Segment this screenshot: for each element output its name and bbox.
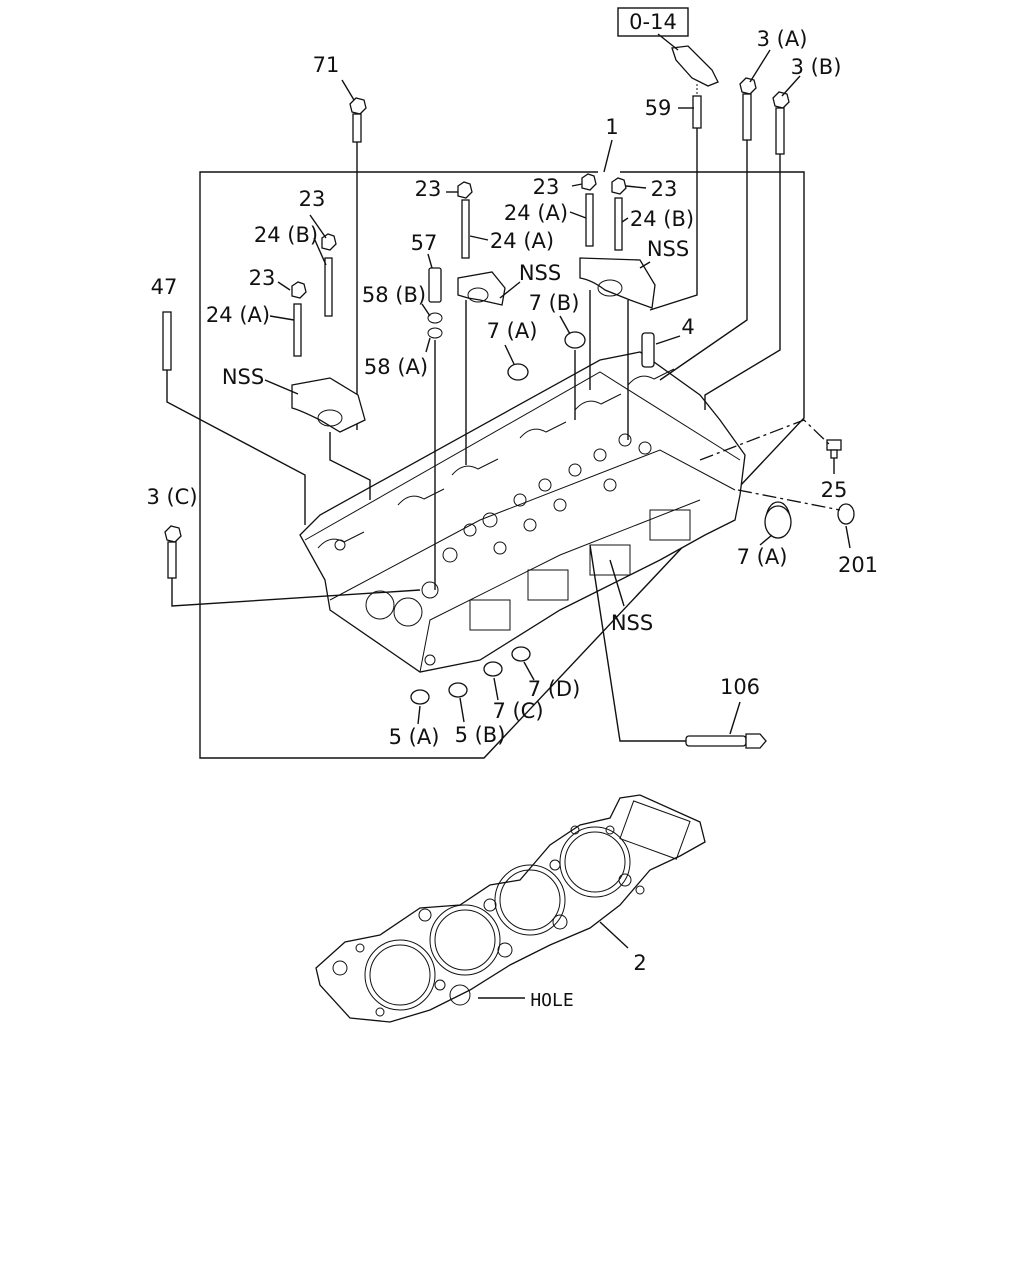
callout-nss-c: NSS: [647, 237, 689, 261]
callout-labels: 71 59 3 (A) 3 (B) 1 23 24 (B) 23 24 (A) …: [146, 27, 878, 1011]
callout-71: 71: [313, 53, 340, 77]
callout-3b: 3 (B): [791, 55, 842, 79]
callout-5a: 5 (A): [389, 725, 440, 749]
callout-201: 201: [838, 553, 878, 577]
head-gasket: [315, 794, 706, 1023]
plug-25: [826, 439, 842, 459]
callout-24a-b: 24 (A): [490, 229, 554, 253]
callout-2: 2: [633, 951, 646, 975]
stud-47: [162, 311, 306, 525]
callout-24a-a: 24 (A): [206, 303, 270, 327]
callout-1: 1: [605, 115, 618, 139]
callout-25: 25: [821, 478, 848, 502]
reference-box-label: 0-14: [629, 10, 677, 34]
callout-58a: 58 (A): [364, 355, 428, 379]
reference-box: [617, 7, 689, 37]
seal-5a: [410, 689, 430, 705]
stud-24a-left: [291, 233, 337, 357]
callout-58b: 58 (B): [362, 283, 426, 307]
callout-7c: 7 (C): [492, 699, 543, 723]
callout-23-b: 23: [249, 266, 276, 290]
bearing-cap-left: [291, 377, 371, 500]
callout-23-e: 23: [651, 177, 678, 201]
callout-3a: 3 (A): [757, 27, 808, 51]
callout-nss-a: NSS: [222, 365, 264, 389]
stud-106: [589, 544, 767, 749]
leader-lines: [264, 33, 851, 999]
bearing-cap-center: [457, 181, 506, 465]
callout-7b: 7 (B): [529, 291, 580, 315]
seal-7b: [564, 331, 586, 349]
callout-23-c: 23: [415, 177, 442, 201]
seal-7c: [483, 661, 503, 677]
centerline-front: [737, 489, 841, 511]
seal-7d: [511, 646, 531, 662]
centerline-plug: [699, 419, 831, 461]
callout-nss-d: NSS: [611, 611, 653, 635]
callout-57: 57: [411, 231, 438, 255]
callout-7a-top: 7 (A): [487, 319, 538, 343]
callout-24a-c: 24 (A): [504, 201, 568, 225]
callout-nss-b: NSS: [519, 261, 561, 285]
bearing-cap-right: [579, 173, 656, 440]
bolt-3a: [659, 77, 757, 381]
assembly-frame: [199, 171, 805, 759]
seal-7a-front: [764, 505, 792, 539]
callout-24b-a: 24 (B): [254, 223, 318, 247]
callout-59: 59: [645, 96, 672, 120]
seal-7a-top: [507, 363, 529, 381]
callout-47: 47: [151, 275, 178, 299]
callout-23-d: 23: [533, 175, 560, 199]
rocker-arm: [649, 45, 719, 311]
plug-201: [837, 503, 855, 525]
callout-3c: 3 (C): [146, 485, 197, 509]
plug-57: [427, 267, 443, 590]
sleeve-4: [641, 332, 655, 368]
callout-hole: HOLE: [530, 990, 573, 1011]
callout-4: 4: [681, 315, 694, 339]
callout-24b-b: 24 (B): [630, 207, 694, 231]
callout-23-a: 23: [299, 187, 326, 211]
cylinder-head: [299, 351, 791, 673]
callout-106: 106: [720, 675, 760, 699]
seal-5b: [448, 682, 468, 698]
callout-5b: 5 (B): [455, 723, 506, 747]
bolt-3b: [704, 91, 790, 410]
callout-7a-front: 7 (A): [737, 545, 788, 569]
bolt-3c: [164, 525, 421, 607]
bolt-71: [349, 97, 367, 430]
callout-7d: 7 (D): [528, 677, 581, 701]
